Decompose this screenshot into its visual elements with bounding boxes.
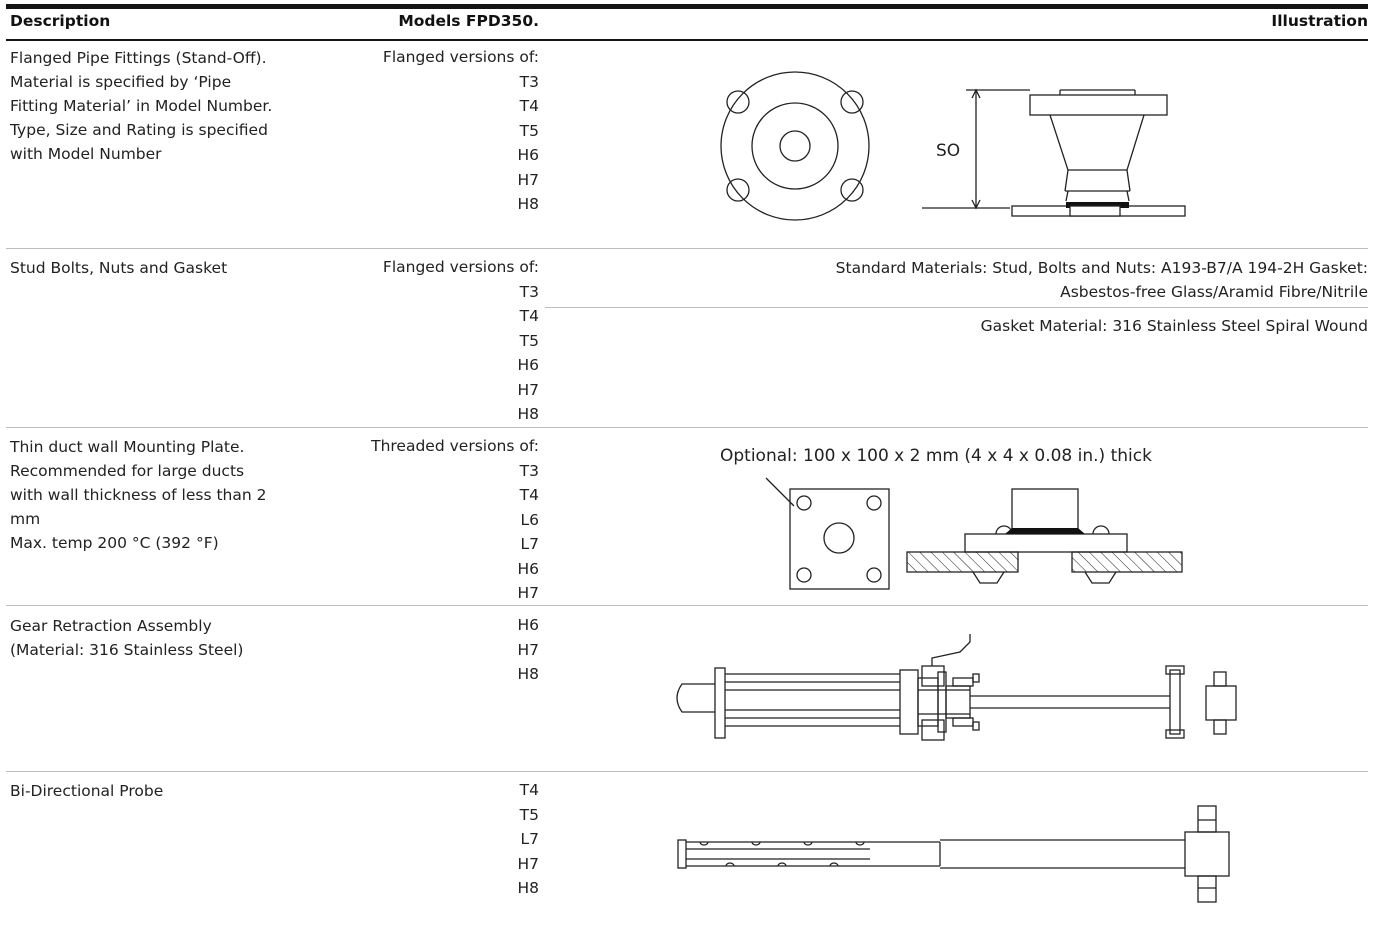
model-item: T3 [519, 72, 539, 91]
row-description: Flanged Pipe Fittings (Stand-Off). Mater… [10, 49, 273, 163]
illustration-caption: Optional: 100 x 100 x 2 mm (4 x 4 x 0.08… [720, 446, 1152, 466]
model-item: T5 [519, 331, 539, 350]
sub-row-divider [545, 307, 1368, 308]
model-item: T5 [519, 805, 539, 824]
header-rule [6, 39, 1368, 41]
model-item: T4 [519, 486, 539, 504]
row-divider [6, 248, 1368, 249]
model-item: H6 [517, 146, 539, 164]
row-divider [6, 427, 1368, 428]
model-item: T4 [519, 781, 539, 799]
row-models: Threaded versions of: T3 T4 L6 L7 H6 H7 [299, 434, 539, 606]
row-divider [6, 771, 1368, 772]
model-item: H7 [517, 170, 539, 189]
model-item: L6 [520, 510, 540, 529]
model-item: T4 [519, 97, 539, 115]
row-description: Bi-Directional Probe [10, 782, 164, 800]
header-illustration: Illustration [1271, 12, 1368, 30]
model-item: Threaded versions of: [371, 437, 539, 455]
model-item: T3 [519, 461, 539, 480]
row-description: Stud Bolts, Nuts and Gasket [10, 259, 228, 277]
model-item: Flanged versions of: [382, 258, 539, 276]
model-item: T3 [519, 282, 539, 301]
row-description: Thin duct wall Mounting Plate. Recommend… [10, 438, 267, 552]
model-item: L7 [520, 535, 540, 553]
header-models: Models FPD350. [398, 12, 539, 30]
bi-directional-probe-illustration [677, 805, 1230, 903]
model-item: H6 [517, 356, 539, 374]
row-models: T4 T5 L7 H7 H8 [299, 778, 539, 901]
model-item: H7 [517, 640, 539, 659]
model-item: H7 [517, 380, 539, 399]
model-item: T4 [519, 307, 539, 325]
model-item: H7 [517, 854, 539, 873]
row-models: H6 H7 H8 [299, 613, 539, 687]
flanged-fitting-illustration: SO [720, 71, 1186, 221]
model-item: T5 [519, 121, 539, 140]
row-models: Flanged versions of: T3 T4 T5 H6 H7 H8 [299, 45, 539, 217]
header-description: Description [10, 12, 111, 30]
model-item: H8 [517, 195, 539, 213]
materials-line-1: Standard Materials: Stud, Bolts and Nuts… [835, 259, 1368, 277]
model-item: H8 [517, 879, 539, 897]
model-item: H6 [517, 559, 539, 578]
gear-retraction-illustration [676, 634, 1237, 741]
model-item: H7 [517, 584, 539, 602]
row-models: Flanged versions of: T3 T4 T5 H6 H7 H8 [299, 255, 539, 427]
top-rule [6, 4, 1368, 9]
illustration-label: SO [936, 141, 960, 161]
model-item: H6 [517, 616, 539, 634]
row-divider [6, 605, 1368, 606]
model-item: H8 [517, 665, 539, 683]
model-item: H8 [517, 405, 539, 423]
gasket-material: Gasket Material: 316 Stainless Steel Spi… [980, 317, 1368, 335]
model-item: L7 [520, 830, 540, 848]
mounting-plate-illustration [765, 477, 1183, 590]
row-description: Gear Retraction Assembly (Material: 316 … [10, 617, 244, 659]
materials-line-2: Asbestos-free Glass/Aramid Fibre/Nitrile [1060, 283, 1368, 301]
model-item: Flanged versions of: [382, 48, 539, 66]
